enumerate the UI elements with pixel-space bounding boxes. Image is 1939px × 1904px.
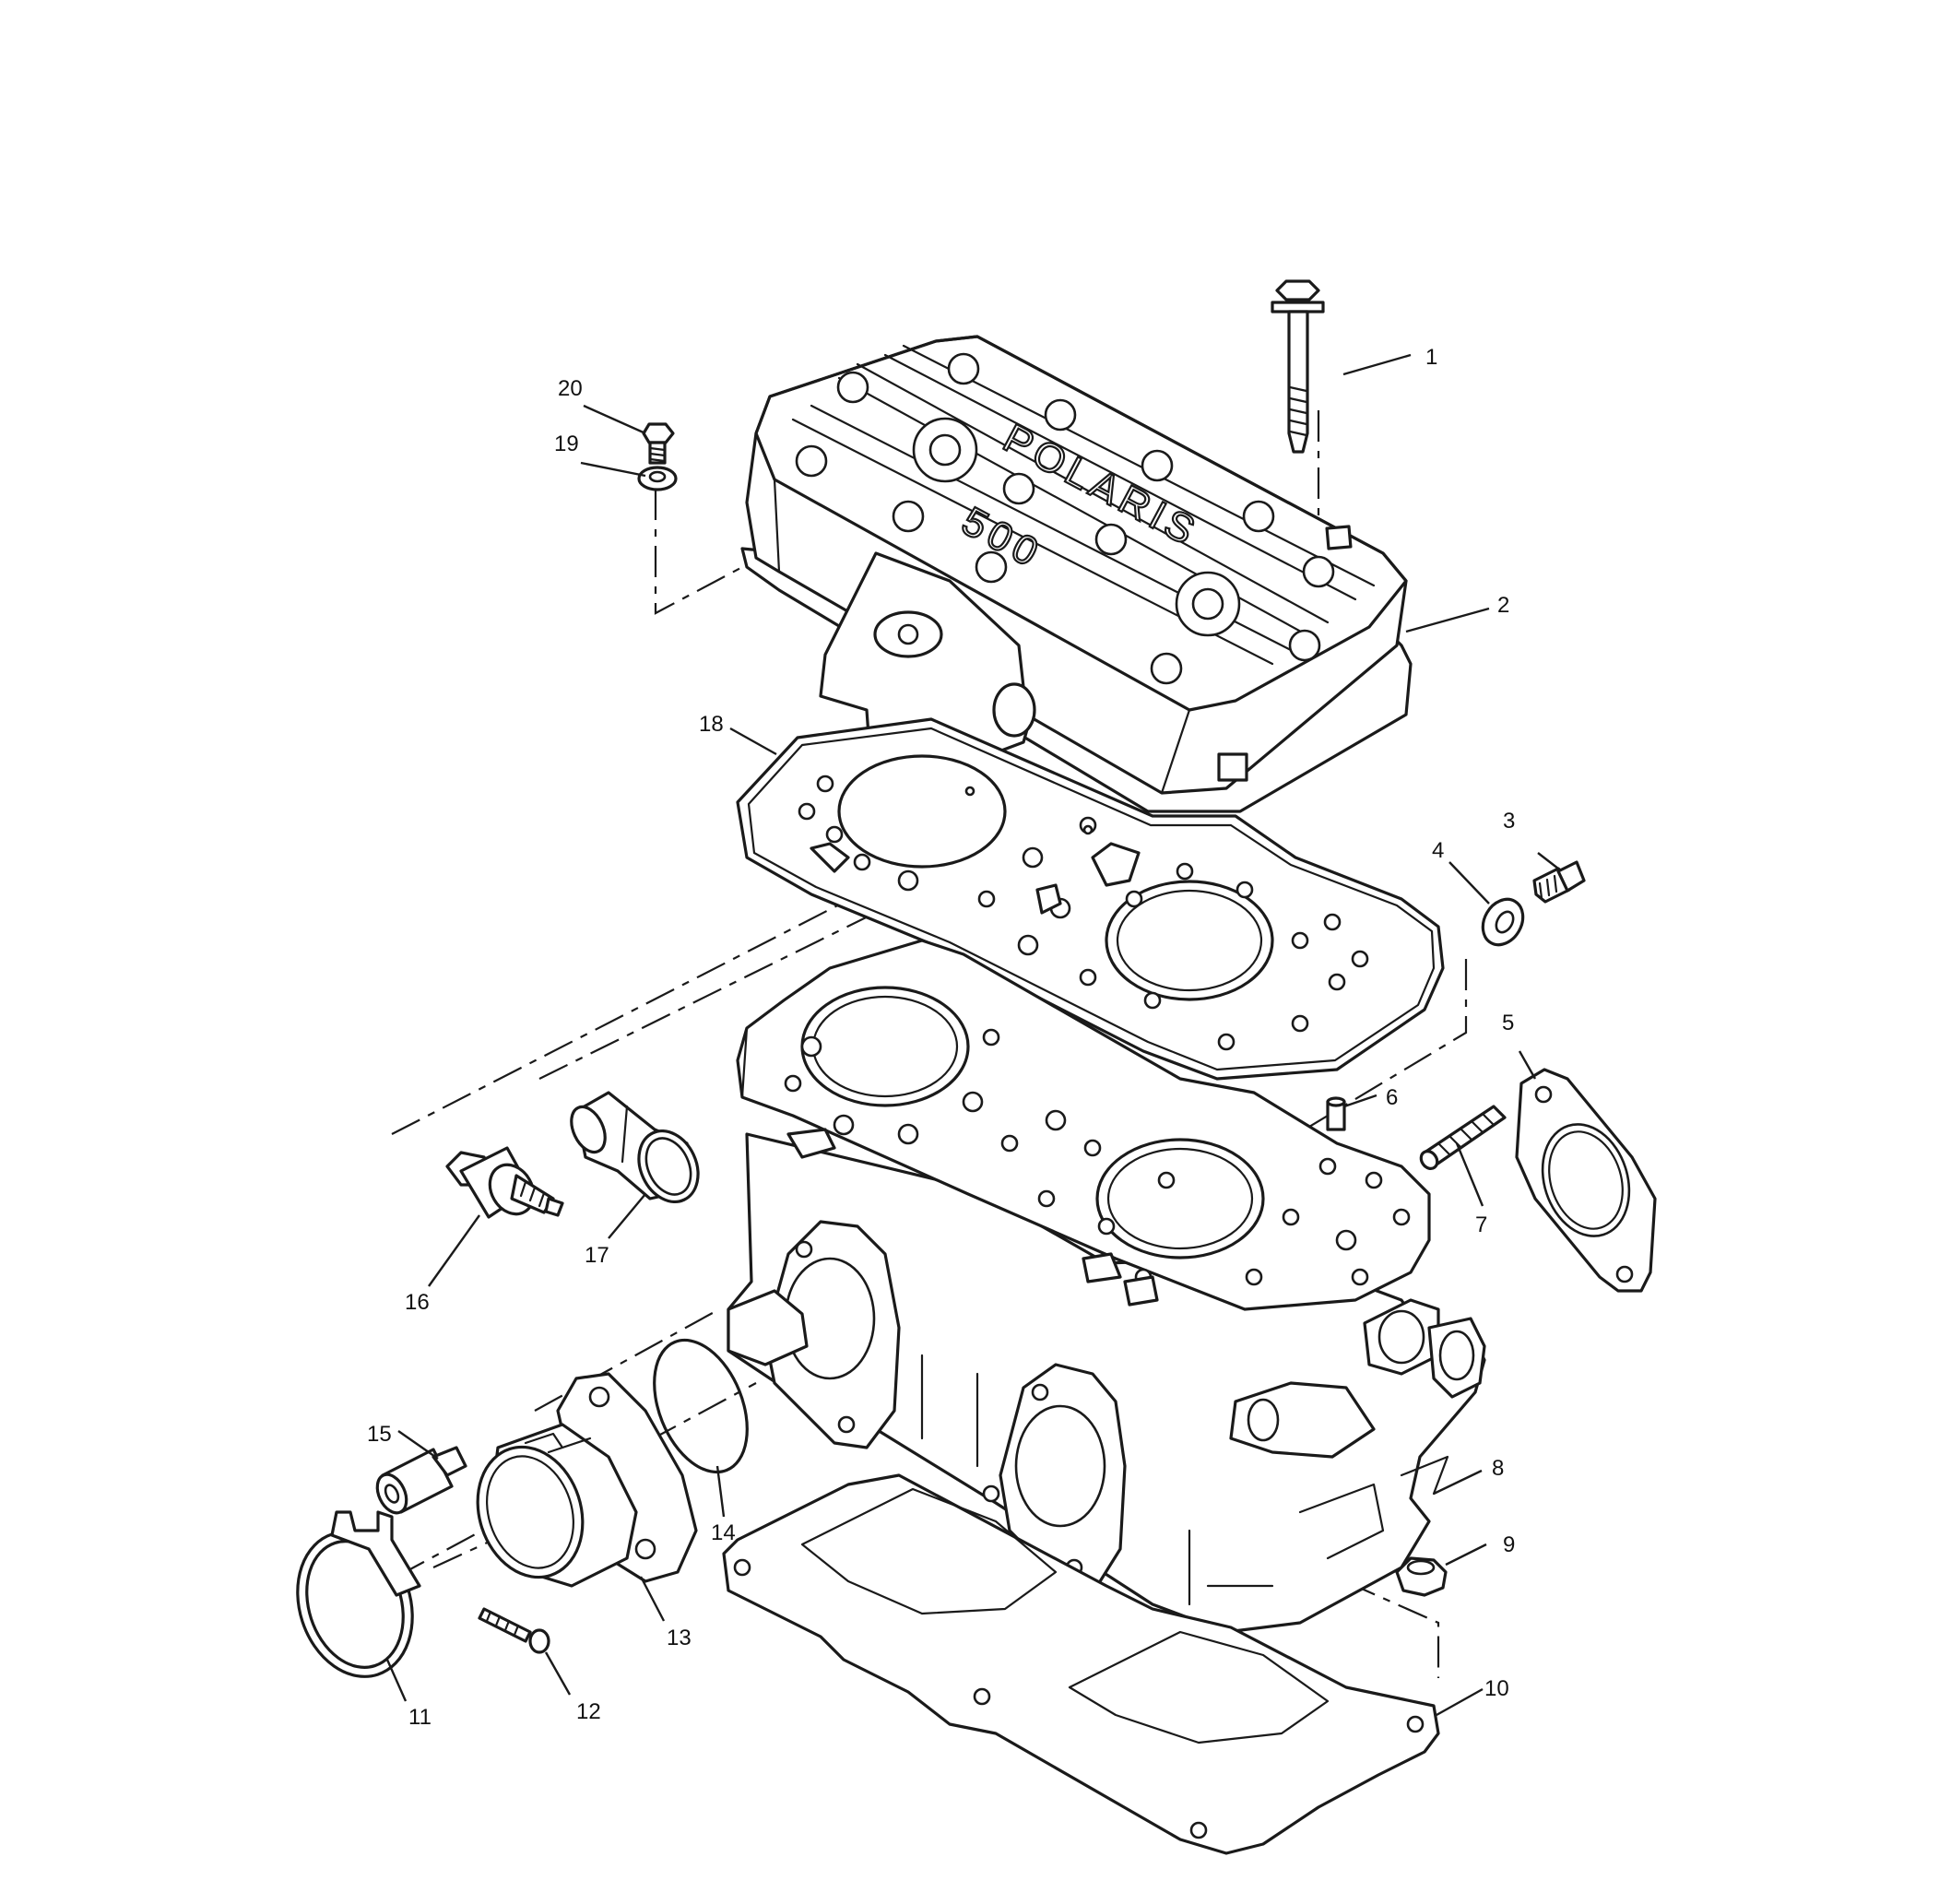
callout-9: 9 [1503, 1532, 1515, 1557]
callout-18: 18 [699, 712, 724, 737]
callout-10: 10 [1484, 1676, 1509, 1701]
fitting-part-15 [375, 1446, 467, 1515]
callout-13: 13 [667, 1626, 692, 1650]
callout-2: 2 [1497, 593, 1509, 618]
dowel-pin-part-6 [1326, 1096, 1346, 1131]
callout-1: 1 [1425, 345, 1437, 370]
callout-4: 4 [1432, 838, 1444, 863]
o-ring-part-14 [653, 1338, 749, 1474]
callout-11: 11 [408, 1705, 432, 1730]
callout-20: 20 [558, 376, 583, 401]
base-gasket-part-10 [722, 1473, 1440, 1855]
screw-part-20 [642, 422, 675, 465]
callout-6: 6 [1386, 1085, 1398, 1110]
leader-lines [385, 353, 1559, 1717]
washer-part-19 [637, 466, 678, 491]
callout-7: 7 [1475, 1212, 1487, 1237]
clamp-part-11 [296, 1510, 421, 1678]
washer-part-4 [1481, 897, 1525, 947]
exhaust-gasket-part-5 [1515, 1068, 1657, 1293]
bolt-part-3 [1532, 860, 1586, 904]
intake-adapter-part-13 [476, 1372, 698, 1588]
callout-15: 15 [367, 1422, 392, 1447]
head-gasket-part-18 [736, 717, 1445, 1081]
callout-5: 5 [1502, 1011, 1514, 1035]
callout-17: 17 [585, 1243, 609, 1268]
sleeve-part-17 [570, 1091, 700, 1204]
callout-16: 16 [405, 1290, 430, 1315]
callout-14: 14 [711, 1520, 736, 1545]
head-bolt-part-1 [1271, 279, 1325, 454]
cylinder-block-part-8 [727, 939, 1486, 1634]
callout-3: 3 [1503, 809, 1515, 834]
callout-12: 12 [576, 1699, 601, 1724]
screw-part-12 [478, 1607, 550, 1654]
stud-part-7 [1419, 1105, 1507, 1170]
nut-part-9 [1395, 1556, 1448, 1597]
callout-labels: 1 2 3 4 5 6 7 8 9 10 11 12 13 14 15 16 1… [367, 345, 1515, 1730]
callout-19: 19 [554, 432, 579, 456]
callout-8: 8 [1492, 1456, 1504, 1481]
temperature-sensor-part-16 [445, 1146, 564, 1219]
